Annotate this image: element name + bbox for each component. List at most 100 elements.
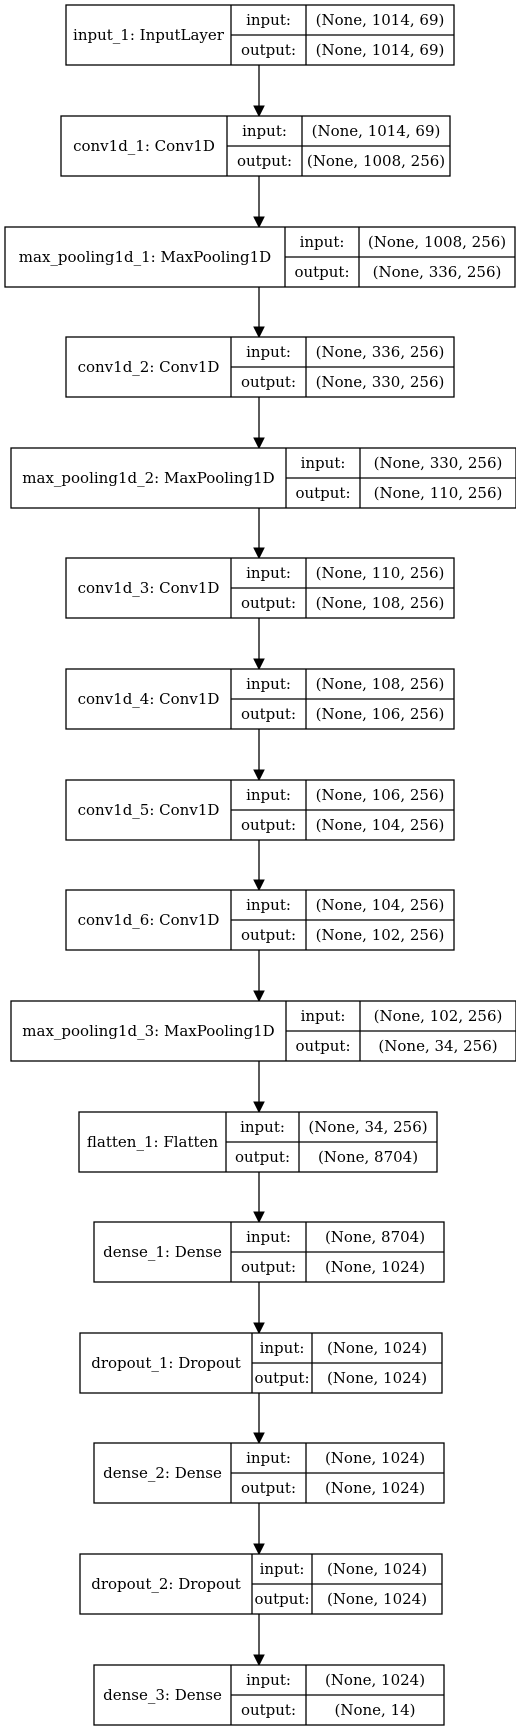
output-shape: (None, 1024) <box>325 1479 425 1497</box>
input-shape: (None, 104, 256) <box>316 896 445 914</box>
input-label: input: <box>246 1671 291 1689</box>
input-shape: (None, 102, 256) <box>374 1007 503 1025</box>
output-shape: (None, 14) <box>334 1701 415 1719</box>
output-label: output: <box>241 594 296 612</box>
output-shape: (None, 110, 256) <box>374 484 503 502</box>
layer-name: conv1d_4: Conv1D <box>78 690 220 708</box>
input-shape: (None, 1024) <box>325 1671 425 1689</box>
input-shape: (None, 108, 256) <box>316 675 445 693</box>
layer-node: conv1d_4: Conv1D input: output: (None, 108,… <box>65 668 455 730</box>
layer-node: max_pooling1d_1: MaxPooling1Dinput:outpu… <box>4 226 516 288</box>
input-label: input: <box>246 11 291 29</box>
arrowhead <box>253 547 265 560</box>
input-label: input: <box>242 122 287 140</box>
layer-name: max_pooling1d_1: MaxPooling1D <box>19 248 271 266</box>
arrowhead <box>253 1654 265 1667</box>
arrowhead <box>253 1211 265 1224</box>
input-label: input: <box>300 233 345 251</box>
arrowhead <box>253 105 265 118</box>
layer-name: conv1d_2: Conv1D <box>78 358 220 376</box>
input-shape: (None, 1008, 256) <box>368 233 506 251</box>
edge-arrow <box>253 65 265 118</box>
arrowhead <box>253 1543 265 1556</box>
output-shape: (None, 1024) <box>327 1369 427 1387</box>
output-shape: (None, 34, 256) <box>378 1037 497 1055</box>
input-label: input: <box>246 675 291 693</box>
input-label: input: <box>240 1118 285 1136</box>
input-label: input: <box>301 454 346 472</box>
edge-arrow <box>253 840 265 892</box>
layer-node: input_1: InputLayer input: output: (None, 1… <box>65 4 455 66</box>
input-label: input: <box>246 1449 291 1467</box>
layer-name: conv1d_1: Conv1D <box>73 137 215 155</box>
output-label: output: <box>295 1037 350 1055</box>
edge-arrow <box>253 1503 265 1556</box>
arrowhead <box>253 1432 265 1445</box>
output-shape: (None, 1024) <box>325 1258 425 1276</box>
output-label: output: <box>254 1590 309 1608</box>
input-label: input: <box>246 786 291 804</box>
edge-arrow <box>253 1393 265 1445</box>
input-shape: (None, 106, 256) <box>316 786 445 804</box>
input-shape: (None, 330, 256) <box>374 454 503 472</box>
edges <box>253 65 265 1667</box>
input-shape: (None, 110, 256) <box>316 564 445 582</box>
output-shape: (None, 1014, 69) <box>316 41 445 59</box>
input-shape: (None, 336, 256) <box>316 343 445 361</box>
layer-name: dropout_2: Dropout <box>91 1575 241 1593</box>
edge-arrow <box>253 618 265 671</box>
input-shape: (None, 1024) <box>327 1339 427 1357</box>
output-shape: (None, 106, 256) <box>316 705 445 723</box>
output-label: output: <box>295 484 350 502</box>
output-shape: (None, 330, 256) <box>316 373 445 391</box>
output-label: output: <box>254 1369 309 1387</box>
output-shape: (None, 336, 256) <box>373 263 502 281</box>
output-shape: (None, 8704) <box>318 1148 418 1166</box>
arrowhead <box>253 437 265 450</box>
output-label: output: <box>241 705 296 723</box>
output-label: output: <box>241 373 296 391</box>
input-label: input: <box>260 1560 305 1578</box>
layer-name: input_1: InputLayer <box>73 26 225 44</box>
layer-name: max_pooling1d_3: MaxPooling1D <box>22 1022 274 1040</box>
edge-arrow <box>253 950 265 1003</box>
output-label: output: <box>241 1258 296 1276</box>
layer-name: conv1d_3: Conv1D <box>78 579 220 597</box>
layer-node: dropout_2: Dropout input: output: (None, 10… <box>79 1553 443 1615</box>
output-shape: (None, 102, 256) <box>316 926 445 944</box>
layer-name: dropout_1: Dropout <box>91 1354 241 1372</box>
layer-name: conv1d_6: Conv1D <box>78 911 220 929</box>
edge-arrow <box>253 508 265 560</box>
layer-node: max_pooling1d_2: MaxPooling1Dinput:outpu… <box>10 447 516 509</box>
edge-arrow <box>253 1282 265 1335</box>
edge-arrow <box>253 397 265 450</box>
arrowhead <box>253 658 265 671</box>
layer-name: dense_1: Dense <box>103 1243 222 1261</box>
arrowhead <box>253 769 265 782</box>
arrowhead <box>253 216 265 229</box>
output-shape: (None, 104, 256) <box>316 816 445 834</box>
layer-name: dense_2: Dense <box>103 1464 222 1482</box>
arrowhead <box>253 1322 265 1335</box>
input-shape: (None, 1024) <box>327 1560 427 1578</box>
layer-name: flatten_1: Flatten <box>87 1133 218 1151</box>
arrowhead <box>253 990 265 1003</box>
input-shape: (None, 1014, 69) <box>316 11 445 29</box>
input-shape: (None, 8704) <box>325 1228 425 1246</box>
edge-arrow <box>253 1614 265 1667</box>
edge-arrow <box>253 1172 265 1224</box>
output-label: output: <box>241 926 296 944</box>
edge-arrow <box>253 287 265 339</box>
arrowhead <box>253 1101 265 1114</box>
input-label: input: <box>246 1228 291 1246</box>
input-label: input: <box>260 1339 305 1357</box>
output-label: output: <box>241 41 296 59</box>
layer-name: conv1d_5: Conv1D <box>78 801 220 819</box>
output-label: output: <box>235 1148 290 1166</box>
output-label: output: <box>241 816 296 834</box>
